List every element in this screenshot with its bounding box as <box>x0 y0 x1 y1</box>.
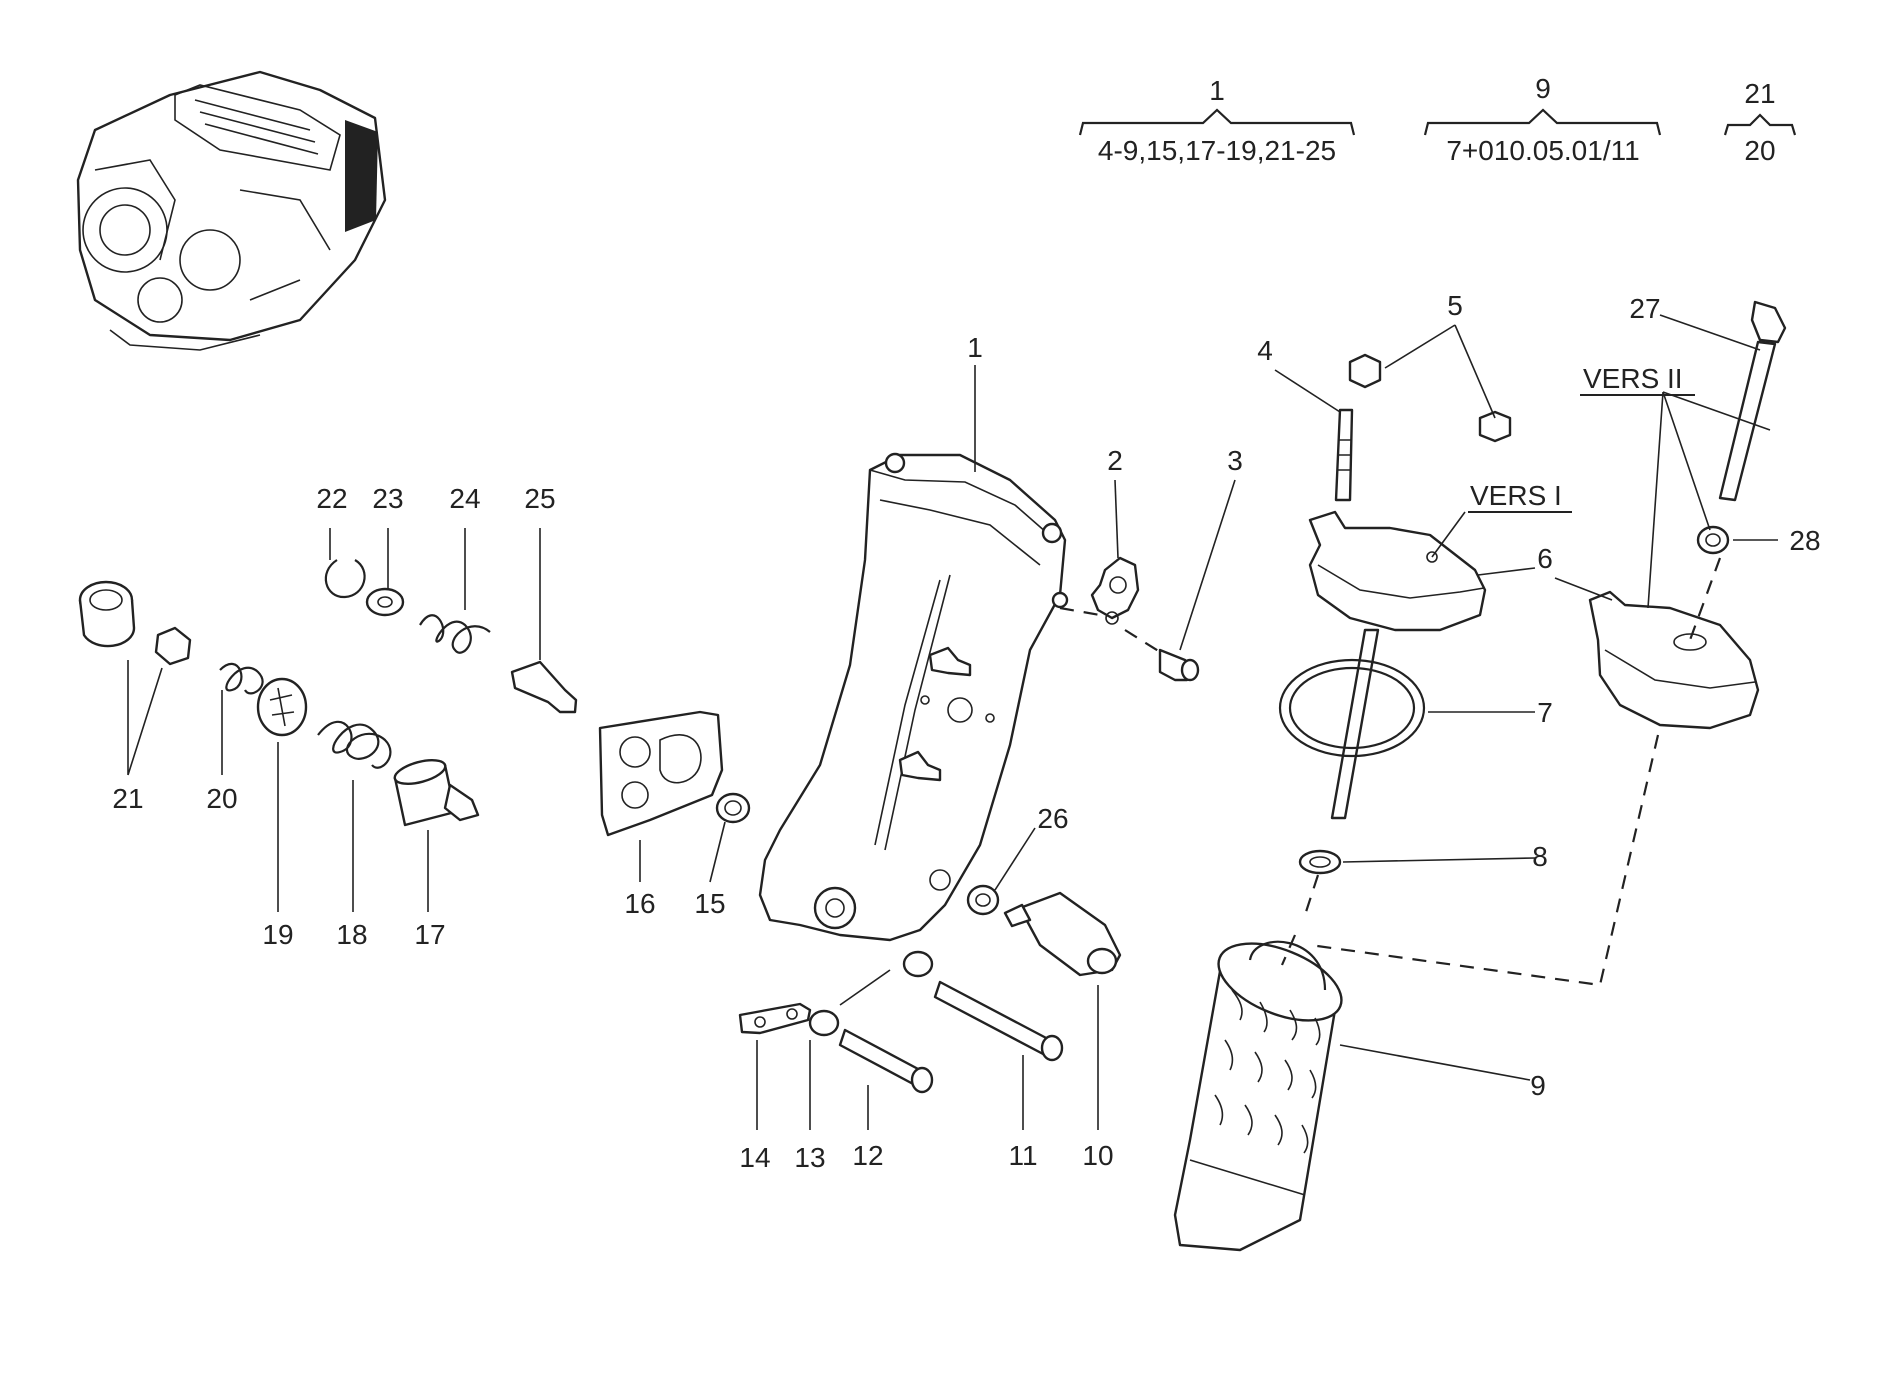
callout-7: 7 <box>1537 697 1553 728</box>
part-20-spring <box>219 662 264 695</box>
callout-1: 1 <box>967 332 983 363</box>
callout-25: 25 <box>524 483 555 514</box>
reference-bottom: 4-9,15,17-19,21-25 <box>1098 135 1336 166</box>
version-label-1: VERS I <box>1468 480 1572 513</box>
part-1-filter-housing <box>758 452 1069 942</box>
callout-23: 23 <box>372 483 403 514</box>
callout-labels: 1 2 3 4 5 6 7 8 9 10 11 12 13 14 15 16 1… <box>112 290 1820 1173</box>
callout-19: 19 <box>262 919 293 950</box>
callout-27: 27 <box>1629 293 1660 324</box>
reference-top: 1 <box>1209 75 1225 106</box>
part-6-cover-vers-2 <box>1588 590 1760 730</box>
part-11-bolt <box>902 950 1064 1062</box>
part-6-cover-vers-1 <box>1308 510 1487 820</box>
callout-8: 8 <box>1532 841 1548 872</box>
reference-group-1: 1 4-9,15,17-19,21-25 <box>1078 75 1356 166</box>
assembly-dashline <box>1059 606 1161 653</box>
part-19-disc <box>256 677 308 737</box>
part-7-oring <box>1278 658 1426 758</box>
part-18-spring <box>317 720 392 769</box>
callout-12: 12 <box>852 1140 883 1171</box>
callout-6: 6 <box>1537 543 1553 574</box>
part-21-plug <box>78 580 192 666</box>
part-3-bolt <box>1158 648 1200 682</box>
part-25-valve-pin <box>510 660 578 714</box>
callout-26: 26 <box>1037 803 1068 834</box>
version-label-2: VERS II <box>1580 363 1695 396</box>
part-14-gasket <box>738 1002 812 1035</box>
part-23-washer <box>365 587 405 617</box>
reference-group-21: 21 20 <box>1723 78 1797 166</box>
callout-16: 16 <box>624 888 655 919</box>
part-5-nut <box>1348 353 1512 443</box>
callout-21: 21 <box>112 783 143 814</box>
part-26-washer <box>966 884 1000 916</box>
leader-13-to-washer <box>839 969 891 1006</box>
callout-17: 17 <box>414 919 445 950</box>
callout-24: 24 <box>449 483 480 514</box>
engine-assembly-icon <box>76 70 387 351</box>
callout-18: 18 <box>336 919 367 950</box>
part-24-spring <box>419 614 491 654</box>
part-8-oring <box>1298 849 1342 875</box>
reference-group-9: 9 7+010.05.01/11 <box>1423 73 1662 166</box>
part-12-bolt <box>838 1028 934 1094</box>
part-15-bushing <box>715 792 751 824</box>
part-27-bolt <box>1718 300 1787 502</box>
part-10-sender <box>1003 891 1122 977</box>
part-17-piston <box>393 759 480 827</box>
part-4-stud <box>1334 408 1354 502</box>
callout-20: 20 <box>206 783 237 814</box>
reference-bottom: 7+010.05.01/11 <box>1446 135 1639 166</box>
callout-4: 4 <box>1257 335 1273 366</box>
callout-28: 28 <box>1789 525 1820 556</box>
reference-top: 21 <box>1744 78 1775 109</box>
reference-bottom: 20 <box>1744 135 1775 166</box>
part-22-circlip <box>324 559 366 599</box>
vers-1-label: VERS I <box>1470 480 1562 511</box>
part-9-filter-element <box>1173 940 1343 1252</box>
reference-top: 9 <box>1535 73 1551 104</box>
callout-2: 2 <box>1107 445 1123 476</box>
callout-14: 14 <box>739 1142 770 1173</box>
callout-9: 9 <box>1530 1070 1546 1101</box>
callout-10: 10 <box>1082 1140 1113 1171</box>
leader-lines <box>127 314 1778 1130</box>
callout-15: 15 <box>694 888 725 919</box>
callout-13: 13 <box>794 1142 825 1173</box>
callout-3: 3 <box>1227 445 1243 476</box>
part-13-washer <box>808 1009 840 1037</box>
part-2-clamp <box>1090 556 1140 625</box>
vers-2-label: VERS II <box>1583 363 1683 394</box>
callout-5: 5 <box>1447 290 1463 321</box>
callout-11: 11 <box>1008 1140 1037 1171</box>
callout-22: 22 <box>316 483 347 514</box>
part-28-washer <box>1696 525 1730 555</box>
part-16-gasket <box>598 710 724 837</box>
